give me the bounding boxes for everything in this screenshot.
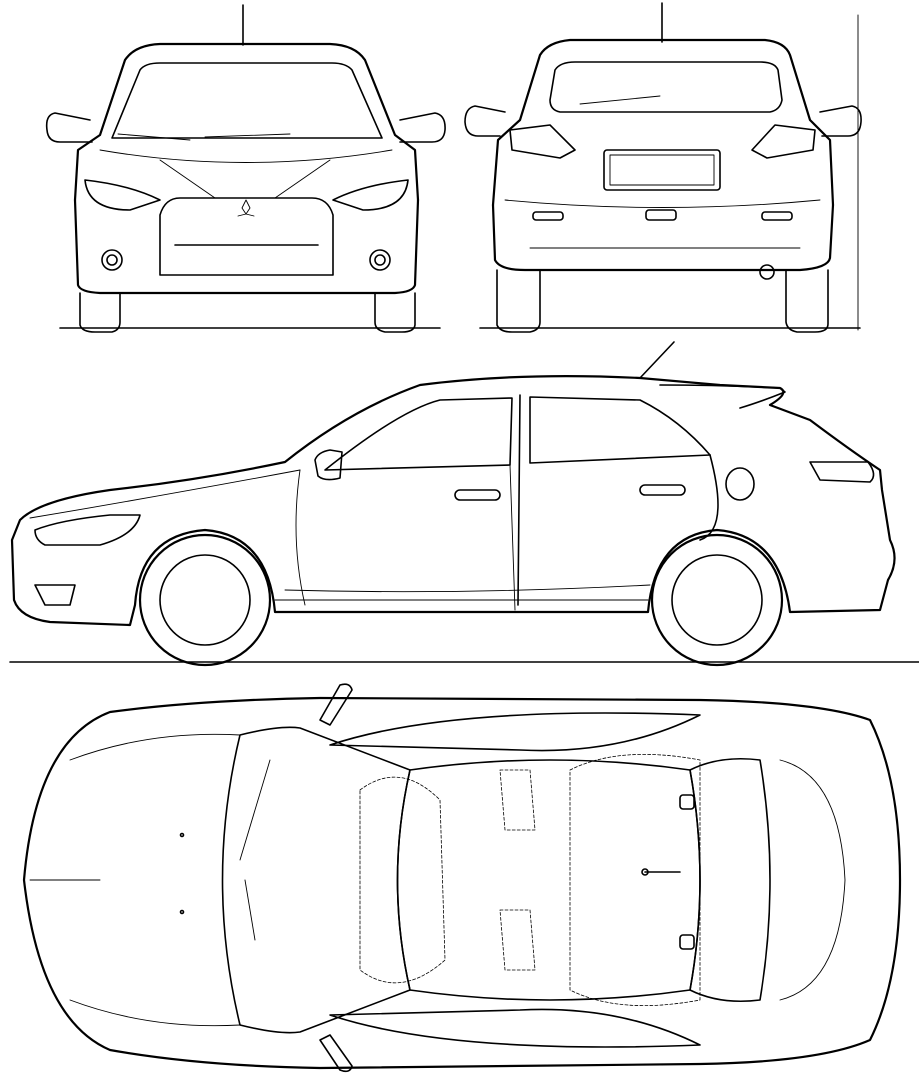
side-rear-tire [650,533,784,667]
front-fog-light-left-inner [106,254,118,266]
top-rear-window-inner [779,759,846,1001]
front-headlight-right [332,179,409,211]
rear-wiper [579,95,661,105]
side-fog-light [34,584,76,606]
top-antenna-base [641,868,649,876]
top-roof [396,759,701,1001]
rear-tire-left [496,269,541,333]
side-spoiler [659,384,786,409]
rear-mirror-left [464,105,506,137]
rear-exhaust [759,264,775,280]
side-view [9,341,919,667]
side-b-pillar [517,394,521,606]
rear-body [491,203,835,272]
top-mirror-right [319,1034,353,1073]
top-side-window-left [329,712,701,752]
rear-view [464,2,862,333]
rear-mirror-right [819,105,862,137]
top-wiper-left [239,759,271,861]
top-mirror-left [319,683,353,726]
front-mirror-right [399,112,446,143]
top-roof-rail-clip-1 [679,794,695,810]
front-fog-light-right [369,249,391,271]
front-windshield [111,62,383,139]
side-fuel-cap [725,467,755,501]
top-body-outline [22,696,902,1070]
side-front-door [295,464,516,611]
rear-license-plate [603,149,721,191]
side-front-rim [159,554,251,646]
rear-bumper-line [504,199,821,249]
front-roof-outline [73,42,420,202]
side-headlight [34,514,141,546]
side-rear-rim [671,554,763,646]
rear-tire-right [785,269,829,333]
rear-reflector-left [532,211,564,221]
side-hood-line [29,469,301,519]
top-hood-outline [29,733,241,1027]
side-antenna [639,341,675,379]
front-tire-right [374,292,416,333]
front-hood-line [99,149,393,199]
top-hood-dot-2 [179,909,185,915]
front-fog-light-left [101,249,123,271]
front-view [45,4,446,333]
front-mirror-left [45,112,93,143]
side-front-door-handle [454,489,501,501]
front-headlight-left [84,179,161,211]
front-tire-left [79,292,121,333]
top-roof-rail-clip-2 [679,934,695,950]
side-mirror [314,449,343,481]
rear-taillight-right [751,124,816,159]
top-view [22,683,902,1073]
top-rear-window [689,757,771,1003]
side-taillight [809,461,875,483]
side-rocker-line [274,584,651,601]
front-fog-light-right-inner [374,254,386,266]
side-front-window [324,397,513,471]
top-side-window-right [329,1008,701,1048]
top-hood-dot-1 [179,832,185,838]
front-grille [159,197,334,276]
top-windshield [221,726,411,1034]
side-front-tire [138,533,272,667]
mitsubishi-logo [237,199,255,217]
front-wipers [117,133,291,141]
front-body [73,198,420,295]
rear-license-plate-inner [609,154,715,186]
rear-roof-outline [491,38,835,207]
side-rear-window [529,396,711,464]
rear-window [549,61,783,113]
side-rear-door-handle [639,484,686,496]
rear-taillight-left [509,124,576,159]
top-wiper-right [244,879,256,941]
rear-reflector-right [761,211,793,221]
rear-center-light [645,209,677,221]
top-interior-seats [359,754,701,1006]
side-body-outline [10,375,896,627]
side-rear-door [699,454,719,541]
